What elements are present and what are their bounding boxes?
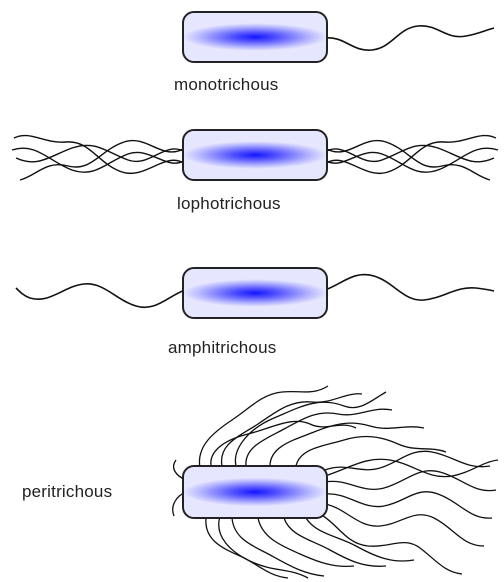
amphitrichous-label: amphitrichous: [168, 338, 276, 358]
monotrichous-flagellum: [325, 26, 494, 50]
lophotrichous-left-flagella: [12, 136, 185, 180]
lophotrichous-label: lophotrichous: [177, 194, 281, 214]
lophotrichous-right-flagella: [325, 136, 498, 180]
monotrichous-label: monotrichous: [174, 75, 278, 95]
amphitrichous-group: [16, 268, 494, 318]
peritrichous-cell: [183, 466, 327, 518]
lophotrichous-cell: [183, 130, 327, 180]
monotrichous-cell: [183, 12, 327, 62]
amphitrichous-right-flagellum: [325, 275, 494, 301]
peritrichous-group: [173, 386, 498, 578]
lophotrichous-group: [12, 130, 498, 180]
monotrichous-group: [183, 12, 494, 62]
peritrichous-label: peritrichous: [22, 482, 112, 502]
amphitrichous-cell: [183, 268, 327, 318]
amphitrichous-left-flagellum: [16, 284, 185, 307]
